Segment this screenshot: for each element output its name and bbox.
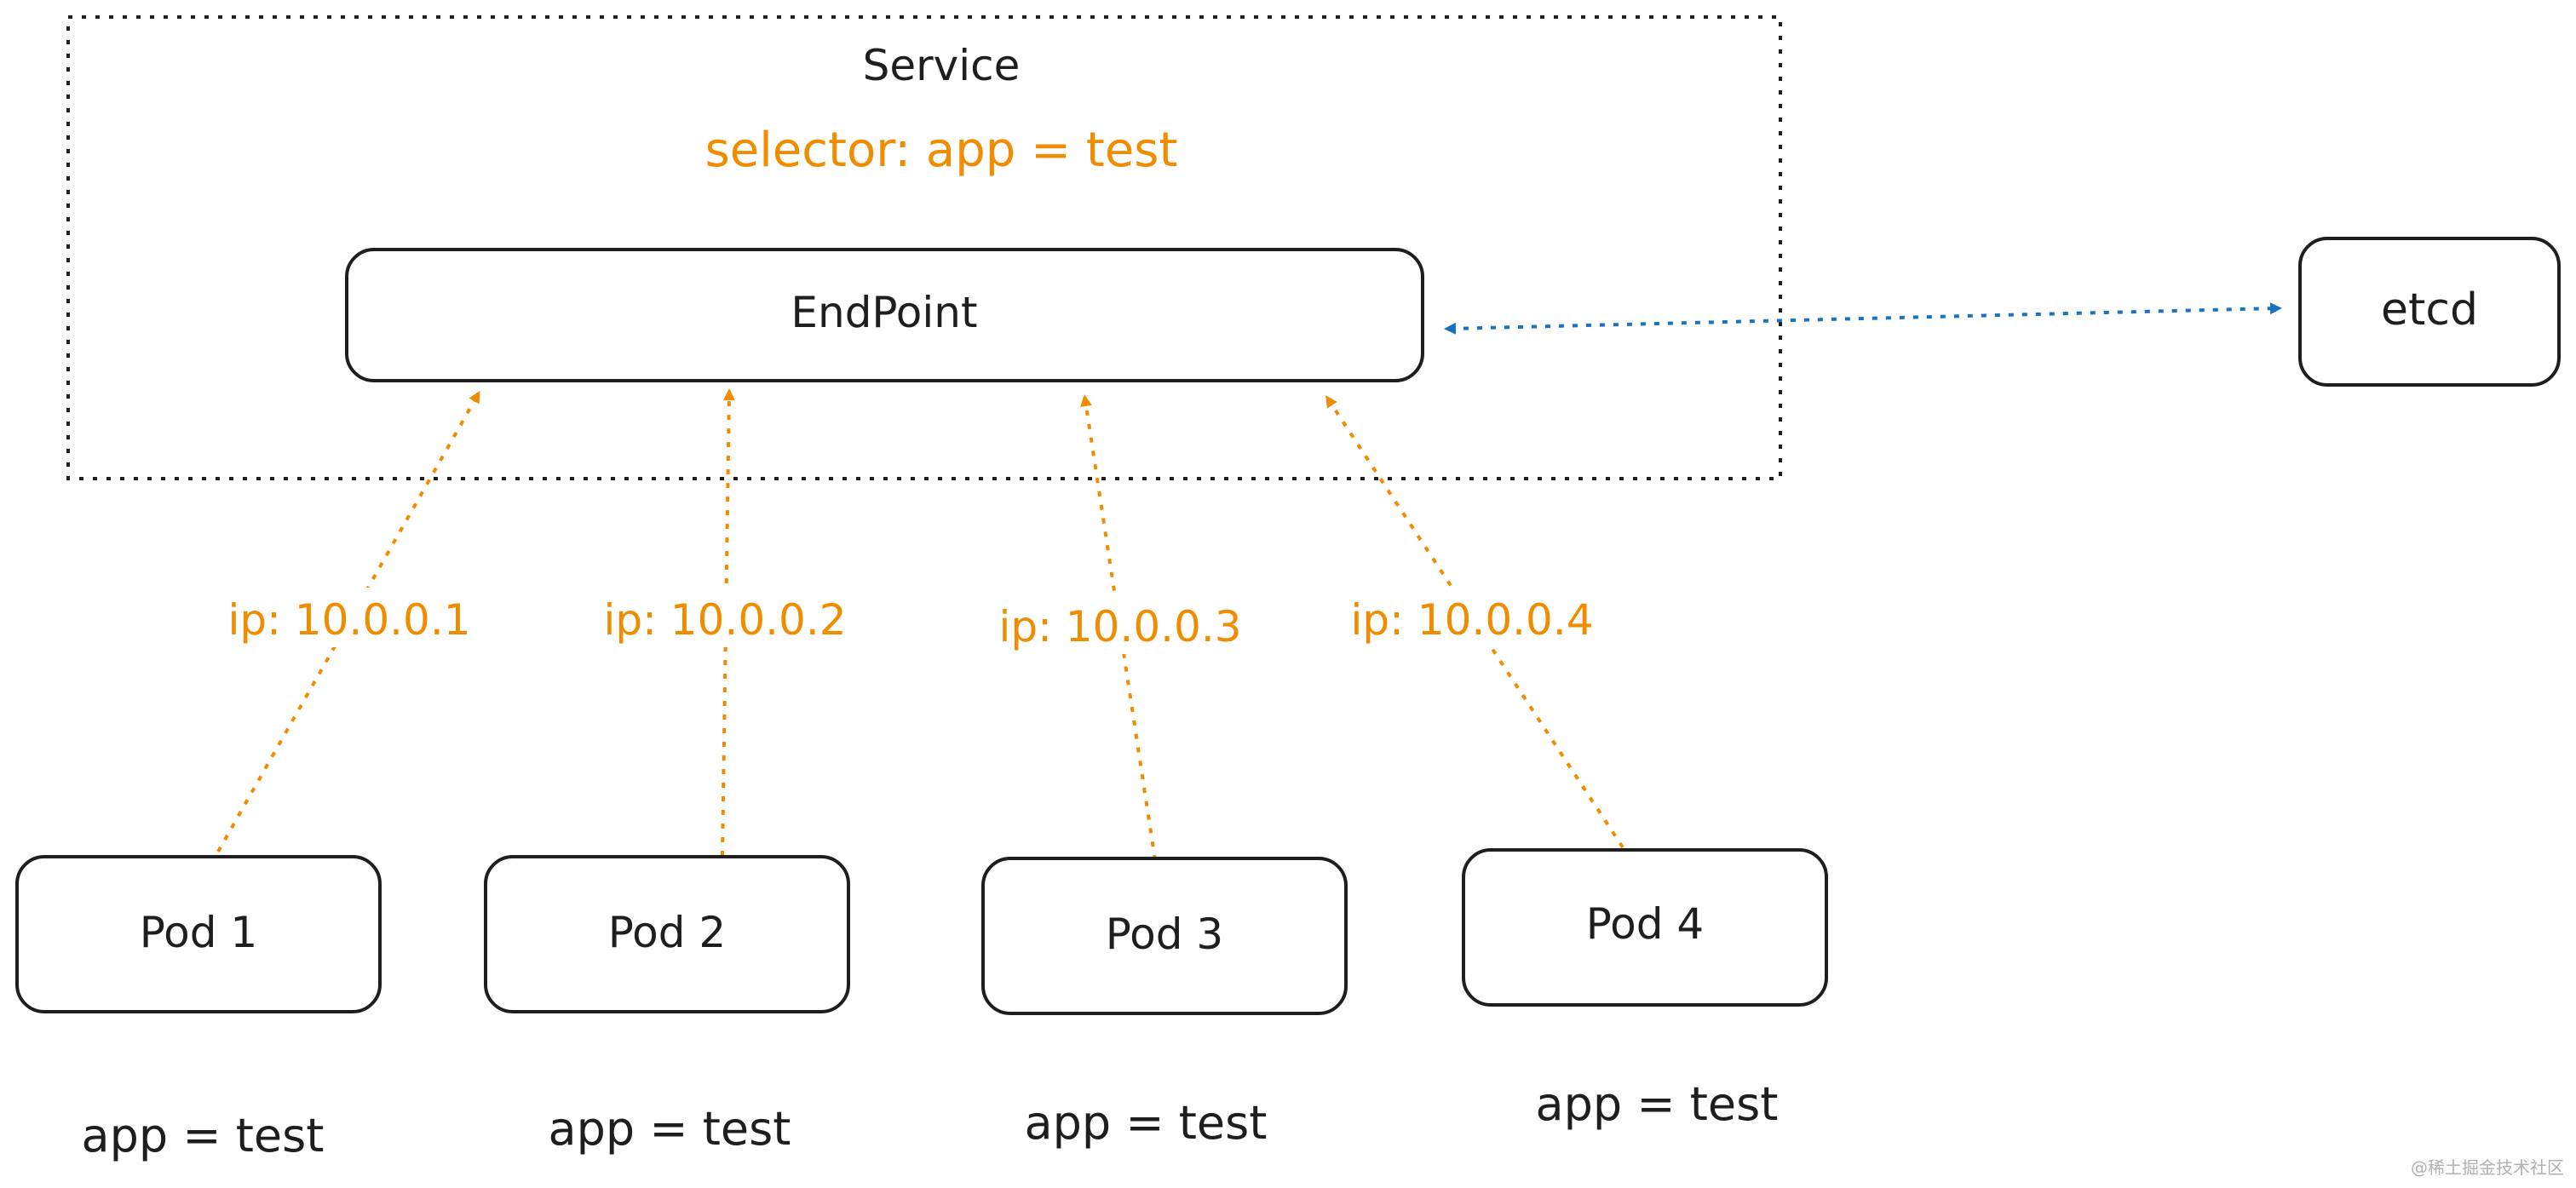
etcd-box <box>2298 237 2561 387</box>
pod4-label: Pod 4 <box>1586 899 1704 949</box>
pod1-tag: app = test <box>82 1109 325 1162</box>
pod3-tag: app = test <box>1025 1096 1268 1150</box>
pod2-to-endpoint-arrow <box>721 388 735 857</box>
endpoint-box <box>345 248 1424 382</box>
pod1-ip-label: ip: 10.0.0.1 <box>227 595 470 645</box>
pod1-label: Pod 1 <box>140 908 257 957</box>
service-title: Service <box>863 41 1021 90</box>
pod4-box <box>1462 848 1828 1007</box>
pod3-ip-label: ip: 10.0.0.3 <box>998 602 1241 651</box>
pod4-ip-bg <box>1344 588 1600 647</box>
pod2-box <box>484 855 850 1013</box>
pod2-ip-label: ip: 10.0.0.2 <box>603 595 846 645</box>
etcd-label: etcd <box>2381 284 2478 336</box>
endpoint-etcd-connector <box>1444 302 2282 335</box>
pod1-box <box>15 855 382 1013</box>
pod1-ip-bg <box>223 588 470 647</box>
pod4-ip-label: ip: 10.0.0.4 <box>1350 595 1593 645</box>
service-boundary <box>66 15 1782 480</box>
pod3-ip-bg <box>992 594 1248 654</box>
pod3-box <box>981 857 1348 1015</box>
pod2-ip-bg <box>596 588 852 647</box>
pod3-label: Pod 3 <box>1106 910 1223 959</box>
pod2-tag: app = test <box>549 1102 791 1156</box>
endpoint-label: EndPoint <box>791 288 977 337</box>
pod2-label: Pod 2 <box>608 908 726 957</box>
pod4-tag: app = test <box>1536 1077 1779 1131</box>
service-selector: selector: app = test <box>705 123 1178 178</box>
watermark: @稀土掘金技术社区 <box>2411 1157 2564 1178</box>
